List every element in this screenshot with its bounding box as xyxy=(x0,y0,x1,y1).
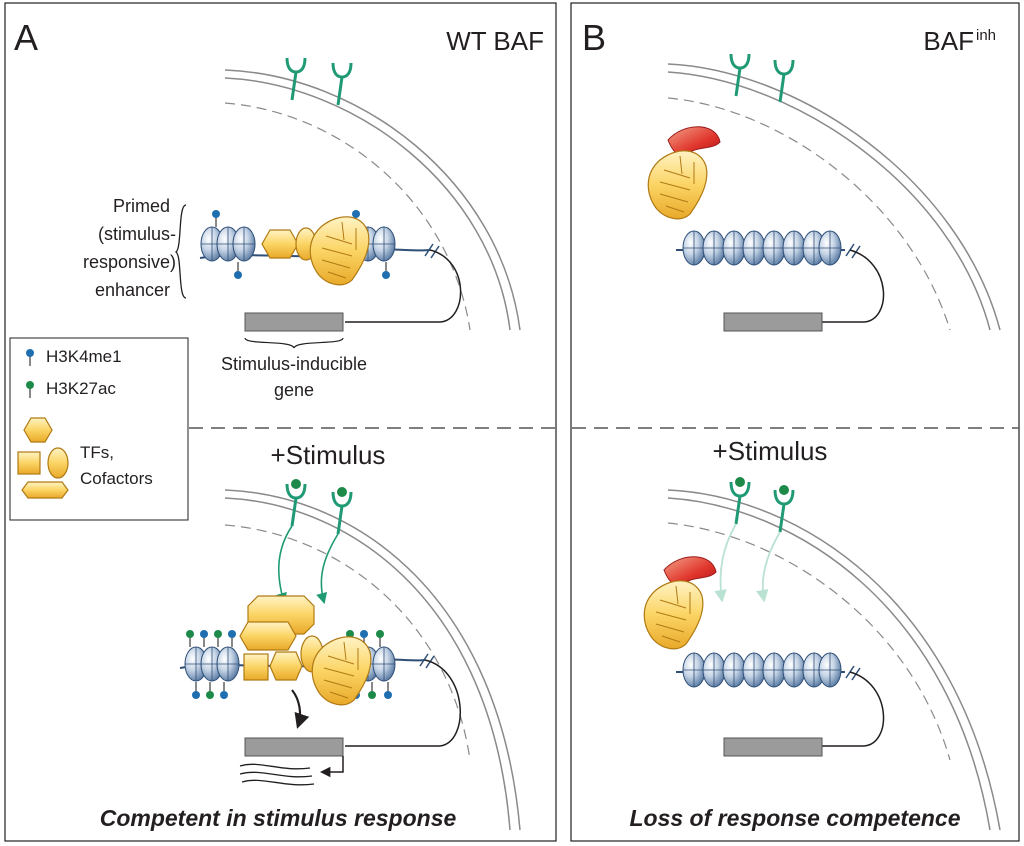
nuclear-membrane-top-a xyxy=(224,69,521,331)
h3k4me1-mark-icon xyxy=(211,209,221,228)
transcription-arrow xyxy=(319,756,344,778)
stimulus-label: +Stimulus xyxy=(271,440,386,470)
gene-brace xyxy=(244,337,344,349)
panel-b: B BAF inh +Stimulus xyxy=(570,2,1020,842)
gene-box xyxy=(244,312,344,332)
svg-text:Primed: Primed xyxy=(113,196,170,216)
legend-label: H3K4me1 xyxy=(46,347,122,366)
gene-box xyxy=(244,737,344,757)
transcripts xyxy=(239,763,315,786)
chromatin-bottom-a xyxy=(179,595,461,747)
faded-signal-arrow xyxy=(756,531,781,603)
gene-box xyxy=(723,312,823,332)
legend: H3K4me1 H3K27ac TFs, Cofactors xyxy=(9,337,189,521)
gene-label: Stimulus-inducible xyxy=(221,354,367,374)
panel-a-title: WT BAF xyxy=(446,26,544,56)
receptor-icon xyxy=(729,480,751,526)
nuclear-membrane-bottom-b xyxy=(667,489,1001,831)
svg-text:(stimulus-: (stimulus- xyxy=(98,224,176,244)
nuclear-membrane-bottom-a xyxy=(224,489,521,831)
hexagon-icon xyxy=(23,417,53,443)
panel-a-letter: A xyxy=(14,17,38,58)
panel-b-title: BAF xyxy=(923,26,974,56)
gene-label: gene xyxy=(274,380,314,400)
nuclear-membrane-top-b xyxy=(667,63,1001,331)
svg-text:TFs,: TFs, xyxy=(80,443,114,462)
panel-a: A WT BAF Primed (stimulus- responsive) e… xyxy=(4,2,557,842)
receptor-icon xyxy=(285,56,307,102)
signal-arrow xyxy=(316,533,339,605)
chromatin-top-a xyxy=(199,209,462,323)
inhibited-baf-bottom xyxy=(643,556,717,650)
oval-icon xyxy=(47,447,69,479)
panel-b-letter: B xyxy=(582,17,606,58)
inhibited-baf-top xyxy=(647,126,721,220)
legend-label: H3K27ac xyxy=(46,379,116,398)
svg-text:responsive): responsive) xyxy=(83,252,176,272)
stimulus-label: +Stimulus xyxy=(713,436,828,466)
panel-b-caption: Loss of response competence xyxy=(629,805,960,831)
faded-signal-arrow xyxy=(714,523,737,603)
enhancer-label: Primed (stimulus- responsive) enhancer xyxy=(83,196,187,300)
square-icon xyxy=(17,451,41,475)
activation-arrow xyxy=(291,689,310,729)
gene-box xyxy=(723,737,823,757)
chromatin-top-b xyxy=(676,230,885,323)
panel-b-title-sup: inh xyxy=(976,27,996,44)
svg-text:Cofactors: Cofactors xyxy=(80,469,153,488)
receptor-icon xyxy=(773,488,795,534)
octagon-icon xyxy=(21,481,69,499)
tf-hexagon-icon xyxy=(261,229,299,259)
chromatin-bottom-b xyxy=(676,652,885,747)
svg-text:enhancer: enhancer xyxy=(95,280,170,300)
baf-complex-icon xyxy=(309,216,370,286)
signal-arrow xyxy=(276,525,293,605)
receptor-icon xyxy=(285,482,307,528)
panel-a-caption: Competent in stimulus response xyxy=(100,805,457,831)
